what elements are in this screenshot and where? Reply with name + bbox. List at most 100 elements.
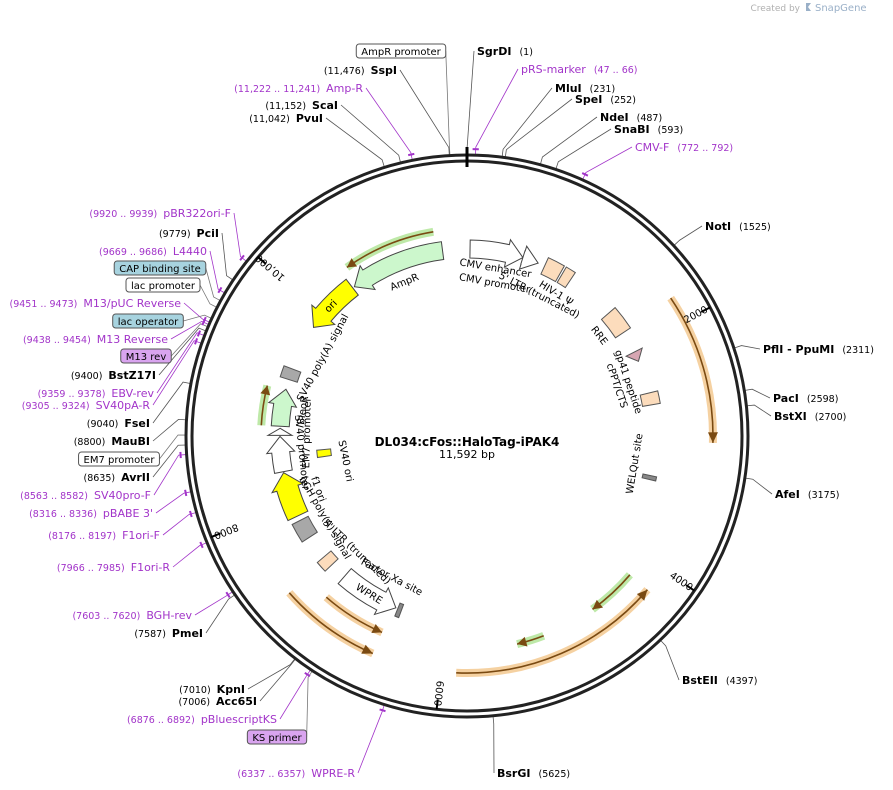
leader-line xyxy=(325,117,385,168)
label-name: SV40pA-R xyxy=(96,399,151,412)
feature-label: RRE xyxy=(588,325,609,348)
leader-line xyxy=(746,404,772,417)
label-name: pBR322ori-F xyxy=(163,207,231,220)
label-site-28: AvrII(8635) xyxy=(84,471,151,484)
feature-label: BleoR xyxy=(296,395,311,425)
label-primer-13: pBR322ori-F(9920 .. 9939) xyxy=(89,207,245,261)
leader-line xyxy=(744,388,771,399)
snapgene-logo-icon xyxy=(806,3,811,11)
leader-line xyxy=(183,302,211,323)
label-site-34: PacI (2598) xyxy=(773,392,838,405)
feature-shape xyxy=(316,448,332,459)
label-primer-23: EBV-rev(9359 .. 9378) xyxy=(38,330,202,400)
label-site-22: BstZ17I(9400) xyxy=(71,369,156,382)
label-range: (11,476) xyxy=(324,66,365,77)
label-name: pBluescriptKS xyxy=(201,713,277,726)
leader-line xyxy=(539,116,598,165)
label-range: (772 .. 792) xyxy=(677,143,733,154)
label-range: (1) xyxy=(519,47,532,58)
label-site-38: PmeI(7587) xyxy=(134,627,203,640)
label-site-1: SgrDI (1) xyxy=(477,45,533,58)
label-name: M13/pUC Reverse xyxy=(83,297,181,310)
label-name: ScaI xyxy=(312,99,338,112)
orf-arrowhead xyxy=(636,589,648,601)
label-site-12: NotI(1525) xyxy=(705,220,771,233)
feature-shape xyxy=(624,347,643,362)
label-name: AvrII xyxy=(121,471,150,484)
leader-line xyxy=(159,434,187,460)
label-name: MluI xyxy=(555,82,582,95)
feature-shape xyxy=(265,435,296,474)
label-range: (2598) xyxy=(807,394,839,405)
label-name: SV40pro-F xyxy=(94,489,151,502)
label-range: (11,222 .. 11,241) xyxy=(234,84,320,95)
leader-line xyxy=(340,104,402,164)
box-label-text: EM7 promoter xyxy=(84,455,156,466)
feature-shape xyxy=(279,365,302,383)
label-site-8: PvuI(11,042) xyxy=(249,112,323,125)
label-name: PacI xyxy=(773,392,799,405)
label-range: (252) xyxy=(610,95,636,106)
primer-mark xyxy=(201,318,206,326)
label-name: WPRE-R xyxy=(311,767,355,780)
label-name: SgrDI xyxy=(477,45,511,58)
box-label-text: M13 rev xyxy=(126,352,167,363)
label-range: (6337 .. 6357) xyxy=(237,769,305,780)
orf-0 xyxy=(667,295,718,444)
label-primer-20: M13 Reverse (9438 .. 9454) xyxy=(23,318,206,346)
leader-line xyxy=(194,591,234,616)
label-name: SpeI xyxy=(575,93,602,106)
label-site-45: BsrGI(5625) xyxy=(497,767,570,780)
orf-arrowhead xyxy=(592,599,603,610)
leader-line xyxy=(504,98,573,158)
orf-arrowhead xyxy=(371,624,382,634)
tick-mark-2 xyxy=(435,699,439,710)
feature-16: BleoR xyxy=(267,388,311,428)
feature-5: RRE xyxy=(588,306,632,348)
label-range: (47 .. 66) xyxy=(594,65,638,76)
label-range: (3175) xyxy=(808,490,840,501)
tick-mark-1 xyxy=(685,584,695,592)
label-name: FseI xyxy=(124,417,150,430)
primer-mark xyxy=(196,330,202,337)
label-site-35: BstXI(2700) xyxy=(774,410,846,423)
label-range: (4397) xyxy=(726,676,758,687)
label-name: pRS-marker xyxy=(521,63,586,76)
box-label-frame xyxy=(78,451,160,467)
feature-18: SV40 ori xyxy=(316,439,355,483)
primer-mark xyxy=(304,671,311,678)
feature-shape xyxy=(556,266,576,289)
orf-3 xyxy=(323,594,384,637)
label-name: PciI xyxy=(197,227,219,240)
orf-arrows xyxy=(257,227,718,678)
snapgene-credit: Created by SnapGene xyxy=(750,3,867,14)
leader-line xyxy=(501,87,553,158)
orf-6 xyxy=(344,227,434,271)
tick-mark-0 xyxy=(700,306,711,313)
label-range: (11,152) xyxy=(265,101,306,112)
box-label-frame xyxy=(120,348,172,364)
feature-shape xyxy=(394,602,405,619)
tick-label-3: 8000 xyxy=(212,521,240,541)
tick-mark-4 xyxy=(257,256,267,265)
credit-brand: SnapGene xyxy=(815,3,867,14)
orf-line xyxy=(456,589,649,674)
leader-line xyxy=(170,323,209,357)
label-range: (9669 .. 9686) xyxy=(99,247,167,258)
label-site-44: BstEII(4397) xyxy=(682,674,757,687)
label-name: M13 Reverse xyxy=(97,333,168,346)
label-range: (7966 .. 7985) xyxy=(57,563,125,574)
primer-mark xyxy=(581,172,589,177)
orf-arrowhead xyxy=(517,636,528,647)
primer-mark xyxy=(407,152,415,157)
feature-shape xyxy=(469,238,524,269)
label-range: (9438 .. 9454) xyxy=(23,335,91,346)
orf-2 xyxy=(286,590,375,658)
feature-shape xyxy=(311,278,359,328)
leader-line xyxy=(205,267,221,302)
credit-text: Created by xyxy=(750,4,800,14)
primer-mark xyxy=(225,591,231,598)
feature-shape xyxy=(316,550,339,572)
